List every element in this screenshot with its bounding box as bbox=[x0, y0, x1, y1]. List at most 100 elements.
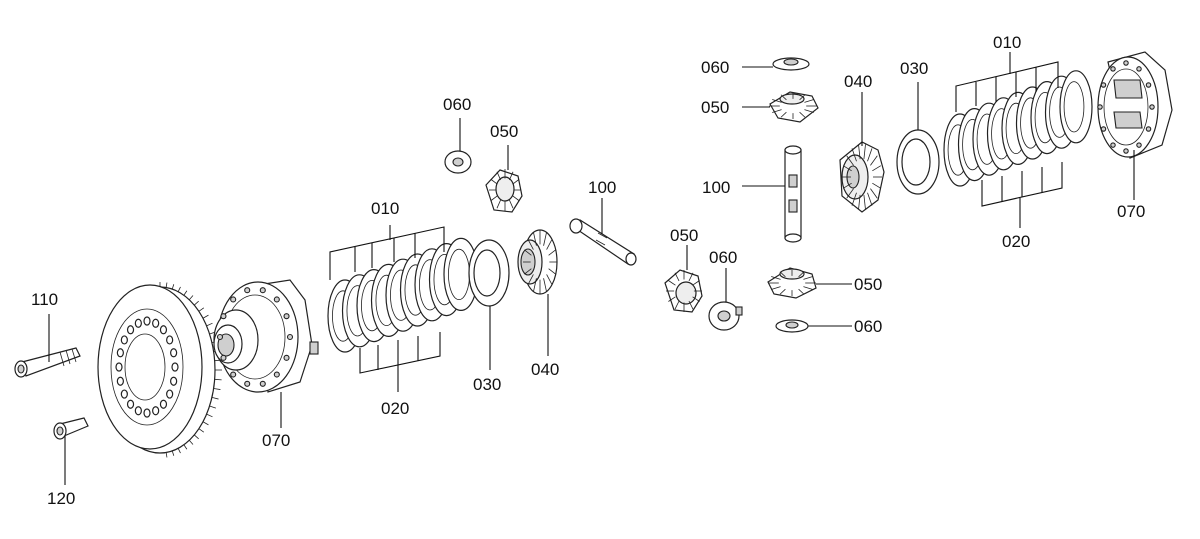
housing-hole bbox=[1136, 142, 1142, 148]
housing-hole bbox=[230, 296, 237, 303]
gear-tooth bbox=[533, 278, 537, 292]
ring-gear-tooth bbox=[194, 300, 199, 306]
gear-tooth bbox=[692, 296, 700, 302]
gear-tooth bbox=[851, 192, 857, 206]
gear-tooth bbox=[490, 179, 498, 185]
label-050-upper-left: 050 bbox=[490, 122, 518, 141]
ring-gear-tooth bbox=[171, 450, 175, 456]
gear-tooth bbox=[799, 111, 806, 118]
housing-hole bbox=[283, 354, 290, 361]
part-100-shaft-right bbox=[742, 145, 802, 243]
ring-gear-tooth bbox=[177, 286, 181, 292]
ring-gear-hole bbox=[166, 389, 174, 399]
label-050-lower-right: 050 bbox=[854, 275, 882, 294]
gear-tooth bbox=[799, 94, 806, 101]
gear-tooth bbox=[872, 182, 881, 189]
housing-hole bbox=[1097, 104, 1103, 110]
gear-tooth bbox=[804, 109, 814, 113]
gear-tooth bbox=[490, 195, 498, 201]
ring-gear-tooth bbox=[194, 434, 199, 440]
gear-tooth bbox=[692, 280, 700, 286]
gear-tooth bbox=[688, 272, 694, 282]
part-040-side-gear-right bbox=[839, 92, 885, 213]
ring-gear-hole bbox=[115, 362, 123, 372]
housing-hole bbox=[259, 287, 266, 294]
ring-gear-tooth bbox=[198, 428, 205, 433]
part-060-washer-upper-left bbox=[444, 118, 472, 174]
clutch-disc-inner bbox=[1063, 81, 1085, 133]
ring-gear-tooth bbox=[165, 282, 168, 288]
gear-tooth bbox=[851, 148, 857, 162]
part-070-housing-left bbox=[213, 279, 319, 393]
housing-hole bbox=[1100, 126, 1107, 132]
part-060-washer-lower-right bbox=[775, 319, 852, 333]
gear-tooth bbox=[674, 272, 680, 282]
part-050-pinion-center bbox=[664, 245, 703, 313]
ring-gear-hole bbox=[126, 325, 135, 335]
gear-tooth bbox=[870, 155, 878, 166]
ring-gear-hole bbox=[120, 389, 128, 399]
ring-gear-hole bbox=[152, 406, 160, 416]
gear-tooth bbox=[771, 286, 781, 290]
housing-hole bbox=[1149, 104, 1155, 110]
bracket-020-right bbox=[981, 162, 1063, 228]
gear-tooth bbox=[533, 232, 537, 246]
ring-gear-hole bbox=[126, 399, 135, 409]
gear-tooth bbox=[858, 144, 861, 160]
gear-tooth bbox=[798, 271, 805, 278]
label-030-right: 030 bbox=[900, 59, 928, 78]
ring-gear-tooth bbox=[202, 421, 209, 426]
gear-tooth bbox=[872, 165, 881, 172]
housing-hole bbox=[1110, 66, 1116, 72]
housing-hole bbox=[230, 371, 237, 378]
ring-gear-tooth bbox=[206, 413, 213, 418]
gear-tooth bbox=[843, 182, 852, 189]
label-060-upper-left: 060 bbox=[443, 95, 471, 114]
bracket-020-left bbox=[359, 332, 441, 392]
gear-tooth bbox=[867, 192, 873, 206]
gear-tooth bbox=[863, 194, 866, 210]
ring-gear-hole bbox=[152, 318, 160, 328]
label-040-left: 040 bbox=[531, 360, 559, 379]
gear-tooth bbox=[780, 94, 787, 101]
ring-gear-hole bbox=[134, 318, 142, 328]
part-060-washer-upper-right bbox=[742, 57, 810, 71]
gear-tooth bbox=[512, 195, 520, 201]
gear-tooth bbox=[548, 249, 556, 256]
ring-gear-hole bbox=[171, 362, 179, 372]
housing-hole bbox=[1123, 148, 1129, 154]
label-010-left: 010 bbox=[371, 199, 399, 218]
housing-hole bbox=[259, 380, 266, 387]
gear-tooth bbox=[846, 188, 854, 199]
gear-tooth bbox=[543, 278, 547, 292]
housing-hole bbox=[1145, 82, 1152, 88]
housing-hole bbox=[1145, 126, 1152, 132]
bracket-010-left bbox=[329, 225, 445, 280]
ring-gear-hole bbox=[170, 348, 178, 358]
part-070-housing-right bbox=[1097, 51, 1173, 200]
ring-gear-tooth bbox=[183, 290, 188, 296]
gear-tooth bbox=[846, 155, 854, 166]
gear-tooth bbox=[772, 99, 782, 103]
gear-tooth bbox=[524, 249, 532, 256]
label-060-upper-right: 060 bbox=[701, 58, 729, 77]
housing-hole bbox=[1136, 66, 1142, 72]
ring-gear-tooth bbox=[214, 378, 222, 381]
gear-tooth bbox=[771, 276, 781, 280]
gear-tooth bbox=[858, 194, 861, 210]
gear-tooth bbox=[496, 199, 501, 209]
gear-tooth bbox=[524, 268, 532, 275]
housing-hole bbox=[286, 333, 294, 341]
gear-tooth bbox=[512, 179, 520, 185]
label-040-right: 040 bbox=[844, 72, 872, 91]
ring-gear-hole bbox=[166, 335, 174, 345]
gear-tooth bbox=[867, 148, 873, 162]
label-020-right: 020 bbox=[1002, 232, 1030, 251]
ring-gear-tooth bbox=[211, 397, 219, 400]
housing-hole bbox=[220, 313, 227, 320]
gear-tooth bbox=[870, 188, 878, 199]
ring-gear-tooth bbox=[206, 322, 213, 327]
ring-gear-tooth bbox=[165, 452, 168, 458]
